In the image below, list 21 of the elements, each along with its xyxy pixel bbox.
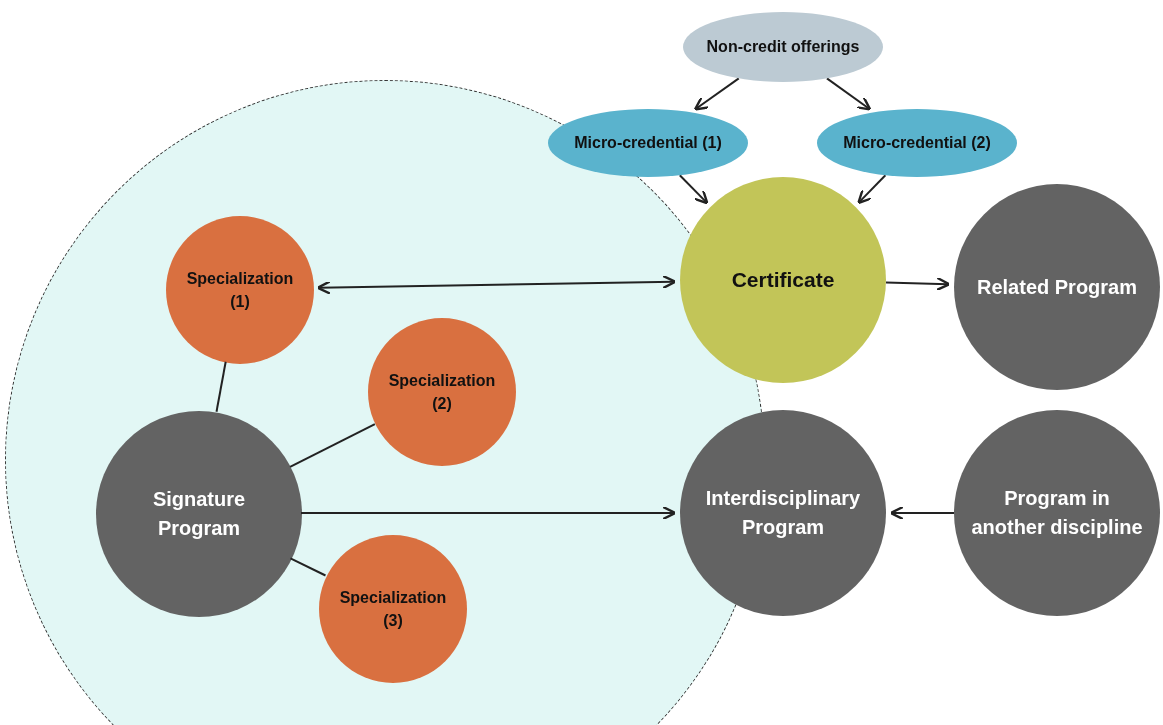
connector-line — [289, 423, 376, 468]
connector-line — [289, 557, 327, 577]
arrow — [678, 174, 709, 205]
ellipse-node: Micro-credential (2) — [817, 109, 1017, 177]
arrow — [889, 505, 955, 521]
circle-node: Specialization (2) — [368, 318, 516, 466]
circle-node: Specialization (3) — [319, 535, 467, 683]
circle-node: Specialization (1) — [166, 216, 314, 364]
circle-node: Program in another discipline — [954, 410, 1160, 616]
circle-node: Certificate — [680, 177, 886, 383]
arrow — [693, 77, 740, 111]
arrow — [300, 505, 677, 521]
circle-node: Interdisciplinary Program — [680, 410, 886, 616]
arrow — [316, 274, 677, 295]
connector-line — [215, 360, 227, 413]
circle-node: Related Program — [954, 184, 1160, 390]
arrow — [885, 276, 951, 292]
arrow — [825, 77, 872, 111]
arrow — [857, 174, 887, 205]
ellipse-node: Non-credit offerings — [683, 12, 883, 82]
circle-node: Signature Program — [96, 411, 302, 617]
